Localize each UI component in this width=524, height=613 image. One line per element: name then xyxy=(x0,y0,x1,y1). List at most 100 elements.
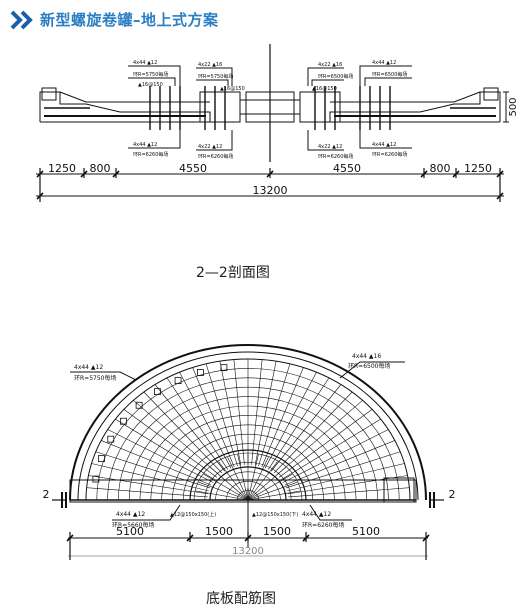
grid-radial-inner xyxy=(247,466,286,501)
plan-note-tr-2: 环R=6500每场 xyxy=(348,362,390,370)
dim-height-500: 500 xyxy=(508,97,519,116)
double-chevron-right-icon xyxy=(10,10,33,30)
dim-total-section: 13200 xyxy=(253,184,288,197)
note-9: 4x22 ▲12 xyxy=(198,144,222,150)
grid-radial xyxy=(115,418,215,481)
anchor-square xyxy=(197,369,204,376)
note-4: 4x22 ▲16 xyxy=(198,62,222,68)
right-ringbeam xyxy=(483,87,499,101)
grid-radial xyxy=(287,475,408,495)
section-caption: 2—2剖面图 xyxy=(196,265,270,281)
left-ringbeam xyxy=(41,87,57,101)
page-title: 新型螺旋卷罐–地上式方案 xyxy=(40,11,219,29)
note-1: 4x44 ▲12 xyxy=(133,60,157,66)
grid-radial xyxy=(264,372,317,469)
grid-radial xyxy=(233,359,245,465)
grid-radial-inner xyxy=(247,481,298,501)
center-block xyxy=(245,91,295,123)
grid-radial xyxy=(278,409,373,478)
note-6: ▲16@150 xyxy=(220,86,245,92)
note-14: 4x44 ▲12 xyxy=(372,60,396,66)
grid-radial xyxy=(261,367,304,467)
note-7: 4x44 ▲12 xyxy=(133,142,157,148)
grid-radial xyxy=(166,377,228,470)
right-slab-outline xyxy=(329,91,501,123)
section-mark-left: 2 xyxy=(43,488,50,501)
dim-1250-right: 1250 xyxy=(464,162,492,175)
anchor-square xyxy=(220,364,228,372)
note-11: 4x22 ▲16 xyxy=(318,62,342,68)
left-slab-top xyxy=(59,91,210,103)
grid-radial-inner xyxy=(247,490,301,501)
center-left-block xyxy=(199,91,241,123)
grid-radial-inner xyxy=(198,481,249,501)
plan-dim-1500-right: 1500 xyxy=(263,525,291,538)
plan-base-slab xyxy=(69,479,417,503)
grid-radial xyxy=(143,391,223,474)
grid-radial-inner xyxy=(247,456,269,501)
grid-radial xyxy=(273,391,353,474)
anchor-square xyxy=(135,401,143,409)
plan-note-center-1: ▲12@150x150(上) xyxy=(170,511,216,518)
grid-radial xyxy=(192,367,235,467)
grid-radial xyxy=(123,409,218,478)
grid-radial xyxy=(91,463,209,492)
plan-dim-5100-right: 5100 xyxy=(352,525,380,538)
note-16: 4x22 ▲12 xyxy=(318,144,342,150)
plan-note-bl-2: 环R=5660每场 xyxy=(112,521,154,529)
grid-radial-inner xyxy=(195,490,249,501)
dim-4550-left: 4550 xyxy=(179,162,207,175)
grid-radial xyxy=(101,440,212,486)
dim-800-left: 800 xyxy=(90,162,111,175)
grid-radial xyxy=(88,475,209,495)
grid-radial-inner xyxy=(237,454,249,501)
grid-radial xyxy=(270,384,342,472)
plan-note-tr-1: 4x44 ▲16 xyxy=(352,353,381,360)
plan-note-tl-1: 4x44 ▲12 xyxy=(74,364,103,371)
grid-radial xyxy=(86,487,208,498)
grid-radial xyxy=(107,429,214,483)
anchor-square xyxy=(98,455,105,462)
plan-dim-5100-left: 5100 xyxy=(116,525,144,538)
note-10: 环R=6260每场 xyxy=(198,153,233,160)
grid-radial-inner xyxy=(247,461,278,501)
grid-radial xyxy=(251,359,263,465)
note-5: 环R=5750每场 xyxy=(198,73,233,80)
grid-radial xyxy=(179,372,232,469)
note-8: 环R=6260每场 xyxy=(133,151,168,158)
plan-caption: 底板配筋图 xyxy=(206,591,276,607)
grid-radial-inner xyxy=(210,466,249,501)
grid-radial xyxy=(281,418,381,481)
grid-radial xyxy=(254,361,277,466)
note-19: 环R=6260每场 xyxy=(372,151,407,158)
note-2: 环R=5750每场 xyxy=(133,71,168,78)
section-mark-right: 2 xyxy=(449,488,456,501)
left-slab-outline xyxy=(39,91,211,123)
anchor-square xyxy=(107,435,115,443)
note-18: 4x44 ▲12 xyxy=(372,142,396,148)
center-right-block xyxy=(299,91,341,123)
grid-radial xyxy=(258,363,291,467)
note-13: ▲16@150 xyxy=(312,86,337,92)
dim-1250-left: 1250 xyxy=(48,162,76,175)
plan-note-tl-2: 环R=5750每场 xyxy=(74,374,116,382)
grid-radial-inner xyxy=(203,473,249,501)
grid-radial xyxy=(154,384,226,472)
plan-note-br-1: 4x44 ▲12 xyxy=(302,511,331,518)
plan-note-bl-1: 4x44 ▲12 xyxy=(116,511,145,518)
dim-800-right: 800 xyxy=(430,162,451,175)
note-12: 环R=6500每场 xyxy=(318,73,353,80)
grid-radial xyxy=(287,463,405,492)
grid-radial xyxy=(219,361,242,466)
anchor-square xyxy=(92,475,100,483)
grid-radial xyxy=(284,440,395,486)
plan-dim-1500-left: 1500 xyxy=(205,525,233,538)
plan-note-br-2: 环R=6260每场 xyxy=(302,521,344,529)
plan-dim-total: 13200 xyxy=(232,546,264,557)
grid-radial xyxy=(205,363,238,467)
grid-radial xyxy=(133,400,220,476)
plan-note-center-2: ▲12@150x150(下) xyxy=(252,512,298,518)
grid-radial xyxy=(268,377,330,470)
grid-radial xyxy=(285,451,401,489)
